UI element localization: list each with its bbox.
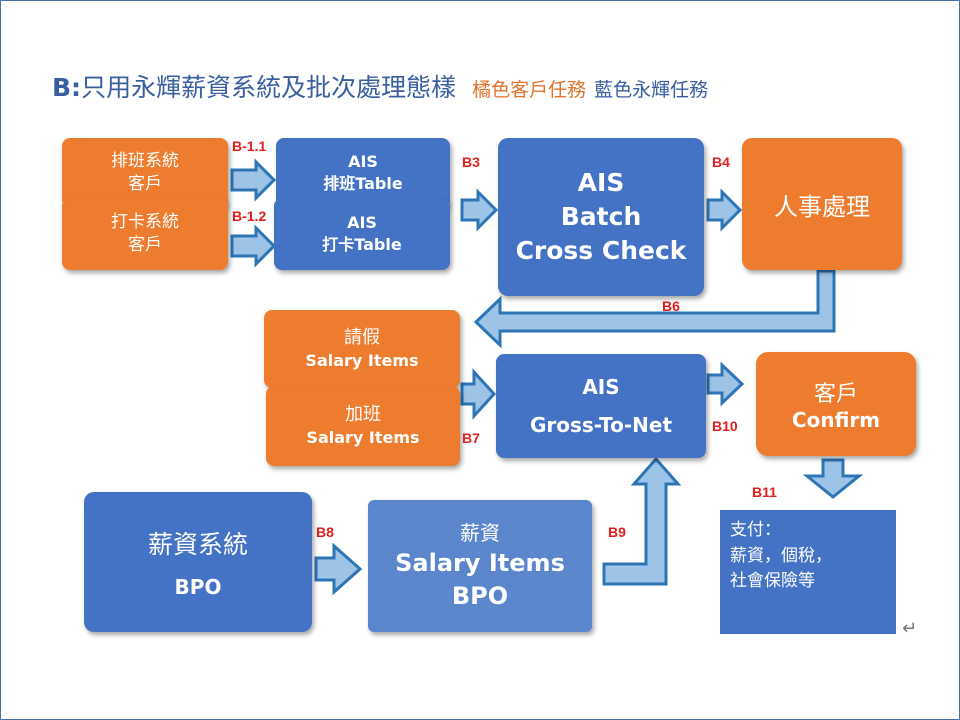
arrow-b8 <box>314 542 363 596</box>
gross-to-net-line2: Gross-To-Net <box>529 413 673 437</box>
arrow-b1-1 <box>230 158 277 202</box>
ais-clock-line2: 打卡Table <box>322 235 402 254</box>
client-confirm-line1: 客戶 <box>813 382 858 407</box>
ais-schedule-table-box: AIS 排班Table <box>276 138 450 208</box>
leave-line2: Salary Items <box>305 351 419 371</box>
step-label-b1-1: B-1.1 <box>232 138 267 154</box>
ais-schedule-line2: 排班Table <box>323 174 403 193</box>
step-label-b10: B10 <box>712 418 738 434</box>
ais-clock-line1: AIS <box>347 213 377 233</box>
arrow-b3 <box>460 188 499 232</box>
salary-items-bpo-box: 薪資 Salary Items BPO <box>368 500 592 632</box>
ais-batch-line2: Batch <box>560 202 642 232</box>
ais-batch-line3: Cross Check <box>515 235 687 265</box>
ais-batch-line1: AIS <box>577 168 625 198</box>
step-label-b3: B3 <box>462 154 480 170</box>
client-confirm-line2: Confirm <box>791 408 881 432</box>
arrow-b11 <box>802 458 864 499</box>
scheduling-client-line1: 排班系統 <box>111 151 179 172</box>
step-label-b7: B7 <box>462 430 480 446</box>
step-label-b11: B11 <box>752 484 777 500</box>
payment-line2: 薪資，個稅， <box>730 545 832 566</box>
step-label-b6: B6 <box>662 298 680 314</box>
ais-clock-table-box: AIS 打卡Table <box>274 198 450 270</box>
arrow-b9 <box>602 456 682 586</box>
salary-items-bpo-line3: BPO <box>451 581 509 610</box>
ais-batch-cross-check-box: AIS Batch Cross Check <box>498 138 704 296</box>
payroll-system-line2: BPO <box>174 575 222 599</box>
ais-gross-to-net-box: AIS Gross-To-Net <box>496 354 706 458</box>
arrow-b1-2 <box>230 224 277 268</box>
scheduling-client-box: 排班系統 客戶 <box>62 138 228 208</box>
title-lead: B: <box>52 73 82 102</box>
arrow-b10 <box>706 361 745 407</box>
arrow-b7 <box>460 368 497 420</box>
step-label-b9: B9 <box>608 524 626 540</box>
overtime-line1: 加班 <box>345 404 381 426</box>
arrow-b6 <box>473 269 836 349</box>
clock-client-line1: 打卡系統 <box>111 212 179 233</box>
salary-items-bpo-line2: Salary Items <box>395 549 565 578</box>
hr-processing-text: 人事處理 <box>774 192 870 221</box>
slide-title: B:只用永輝薪資系統及批次處理態樣橘色客戶任務藍色永輝任務 <box>52 68 708 104</box>
legend-blue: 藍色永輝任務 <box>594 79 709 101</box>
hr-processing-box: 人事處理 <box>742 138 902 270</box>
ais-schedule-line1: AIS <box>348 152 378 172</box>
payment-line1: 支付： <box>730 520 781 540</box>
payment-line3: 社會保險等 <box>730 571 815 591</box>
scheduling-client-line2: 客戶 <box>128 174 162 194</box>
clock-client-box: 打卡系統 客戶 <box>62 198 228 270</box>
payroll-system-bpo-box: 薪資系統 BPO <box>84 492 312 632</box>
salary-items-bpo-line1: 薪資 <box>460 521 500 546</box>
payment-box: 支付： 薪資，個稅， 社會保險等 <box>720 510 896 634</box>
client-confirm-box: 客戶 Confirm <box>756 352 916 456</box>
step-label-b4: B4 <box>712 154 730 170</box>
arrow-b4 <box>706 188 743 232</box>
payroll-system-line1: 薪資系統 <box>147 530 248 559</box>
step-label-b1-2: B-1.2 <box>232 208 267 224</box>
step-label-b8: B8 <box>316 524 334 540</box>
legend-orange: 橘色客戶任務 <box>472 79 587 101</box>
overtime-salary-items-box: 加班 Salary Items <box>266 386 460 466</box>
gross-to-net-line1: AIS <box>582 375 620 399</box>
leave-line1: 請假 <box>344 327 380 349</box>
clock-client-line2: 客戶 <box>128 235 162 255</box>
leave-salary-items-box: 請假 Salary Items <box>264 310 460 388</box>
overtime-line2: Salary Items <box>306 428 420 448</box>
return-mark-icon: ↵ <box>902 618 918 639</box>
title-main: 只用永輝薪資系統及批次處理態樣 <box>81 73 457 102</box>
